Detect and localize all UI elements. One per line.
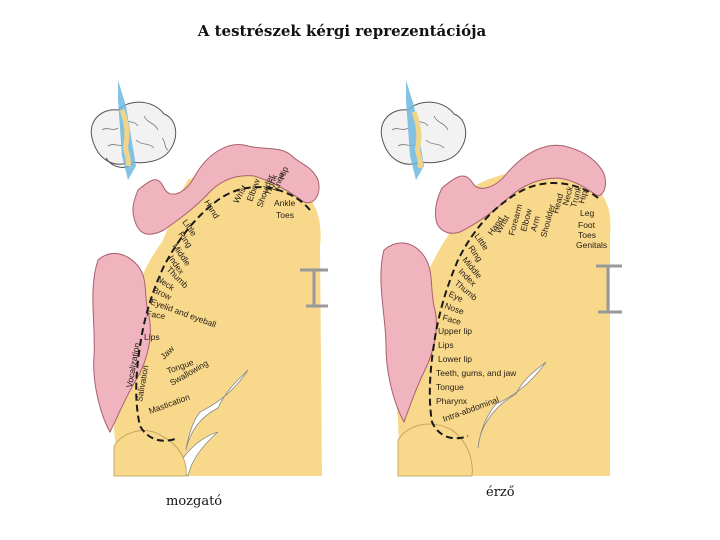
ventricle-shape (300, 268, 328, 308)
label-teeth-gums-jaw: Teeth, gums, and jaw (436, 368, 517, 378)
label-upper-lip: Upper lip (438, 326, 472, 336)
label-lower-lip: Lower lip (438, 354, 472, 364)
sensory-strip-highlight (411, 111, 423, 169)
sensory-homunculus (380, 144, 606, 424)
label-lips: Lips (144, 332, 160, 342)
label-toes: Toes (276, 210, 294, 220)
cortex-section (396, 169, 611, 476)
temporal-lobe (113, 430, 187, 477)
white-matter-tract-2 (177, 431, 219, 477)
caption-sensory: érző (486, 485, 515, 500)
sensory-labels: Genitals Toes Foot Leg Hip Trunk Neck He… (436, 184, 607, 423)
page-title: A testrészek kérgi reprezentációja (197, 22, 487, 40)
white-matter-tract (477, 361, 547, 449)
label-hip: Hip (276, 165, 290, 181)
label-hip: Hip (576, 189, 589, 204)
sensory-homunculus-diagram: Genitals Toes Foot Leg Hip Trunk Neck He… (380, 80, 622, 477)
cortical-dashed-line (428, 182, 599, 440)
cortex-section (112, 167, 322, 476)
label-lips: Lips (438, 340, 454, 350)
label-tongue: Tongue (436, 382, 464, 392)
cortical-dashed-line (135, 186, 311, 442)
label-toes: Toes (578, 230, 596, 240)
ventricle-shape (596, 264, 622, 314)
temporal-lobe (397, 423, 473, 477)
label-leg: Leg (580, 208, 594, 218)
label-foot: Foot (578, 220, 596, 230)
label-genitals: Genitals (576, 240, 607, 250)
label-face: Face (441, 312, 462, 327)
label-pharynx: Pharynx (436, 396, 468, 406)
motor-homunculus-diagram: Toes Ankle Knee Hip Trunk Shoulder Elbow… (90, 80, 328, 477)
label-face: Face (146, 308, 167, 321)
motor-homunculus (92, 144, 320, 434)
caption-motor: mozgató (166, 494, 223, 509)
motor-strip-highlight (119, 109, 131, 167)
label-arm: Arm (528, 215, 542, 233)
brain-thumbnail (380, 101, 467, 165)
label-ankle: Ankle (274, 198, 296, 208)
white-matter-tract (185, 369, 249, 451)
